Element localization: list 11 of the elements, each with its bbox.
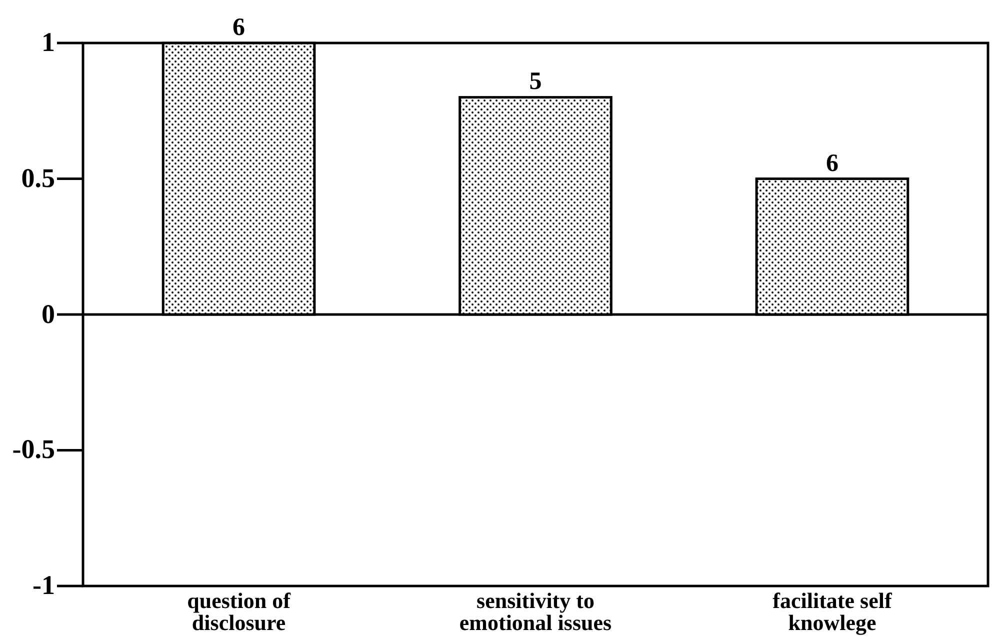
category-label: facilitate self knowlege [772, 590, 893, 634]
value-label: 6 [232, 15, 246, 40]
category-label: question of disclosure [186, 590, 292, 634]
tick-label: -0.5 [12, 436, 55, 464]
tick-label: 0 [42, 300, 55, 328]
tick-label: 0.5 [21, 164, 55, 192]
value-label: 5 [528, 69, 543, 94]
category-label: sensitivity to emotional issues [458, 590, 613, 634]
tick-label: -1 [32, 572, 55, 599]
tick-label: 1 [42, 29, 55, 56]
value-label: 6 [824, 150, 840, 176]
